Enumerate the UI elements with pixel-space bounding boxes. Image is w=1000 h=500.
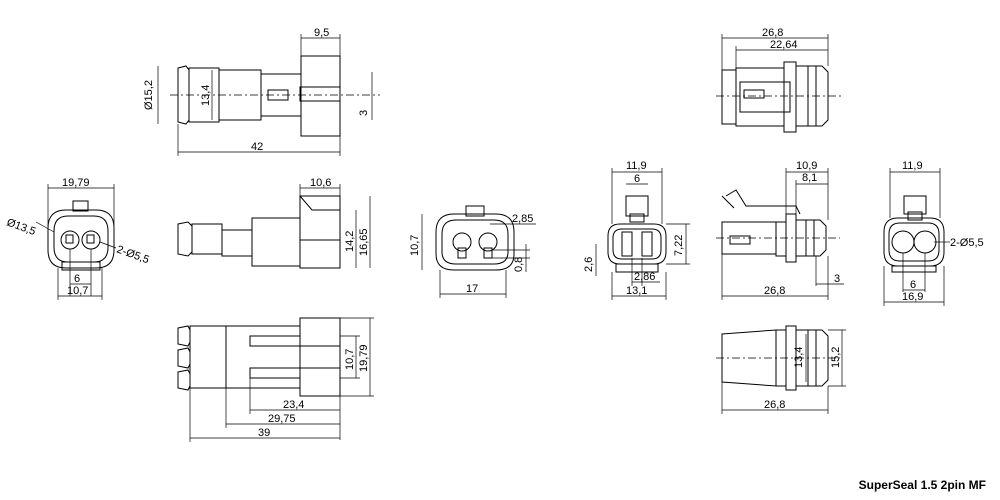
dim-label: 17 <box>466 283 478 295</box>
dim-label: 26,8 <box>764 285 785 297</box>
dim-label: 7,22 <box>673 235 685 256</box>
dim-label: Ø13,5 <box>5 217 37 239</box>
view-end-right: 11,9 6 7,22 2,6 2,86 13,1 <box>583 160 690 300</box>
drawing-caption: SuperSeal 1.5 2pin MF <box>858 478 986 492</box>
dim-label: 22,64 <box>770 39 798 51</box>
dim-label: 6 <box>910 279 916 291</box>
dim-label: 0,8 <box>513 257 525 272</box>
dim-label: 6 <box>74 273 80 285</box>
view-end-far-right: 11,9 2-Ø5,5 6 16,9 <box>883 160 984 306</box>
dim-label: 16,65 <box>358 228 370 256</box>
dim-label: 2,85 <box>512 213 533 225</box>
dim-label: 3 <box>834 273 840 285</box>
dim-label: 29,75 <box>268 413 296 425</box>
dim-label: 10,6 <box>310 177 331 189</box>
dim-label: 3 <box>358 110 370 116</box>
dim-label: 10,7 <box>67 285 88 297</box>
dim-label: 13,4 <box>200 85 212 106</box>
dim-label: 13,1 <box>626 285 647 297</box>
dim-label: 19,79 <box>358 344 370 372</box>
view-top-bottom-left: 10,7 19,79 23,4 29,75 39 <box>177 317 374 442</box>
view-side-right: 10,9 8,1 26,8 3 <box>716 160 844 300</box>
dim-label: 10,7 <box>344 349 356 370</box>
dim-label: 11,9 <box>902 160 923 172</box>
dim-label: 10,9 <box>796 160 817 172</box>
view-end-left: 19,79 Ø13,5 2-Ø5,5 6 10,7 <box>5 177 151 300</box>
dim-label: Ø15,2 <box>143 80 155 110</box>
dim-label: 26,8 <box>764 399 785 411</box>
dim-label: 14,2 <box>344 231 356 252</box>
view-side-middle: 10,6 14,2 16,65 <box>177 177 371 269</box>
dim-label: 42 <box>251 141 263 153</box>
dim-label: 2-Ø5,5 <box>950 237 984 249</box>
view-top-right: 26,8 22,64 <box>716 27 842 133</box>
dim-label: 39 <box>258 427 270 439</box>
view-side-bottom-right: 13,4 15,2 26,8 <box>716 325 846 414</box>
dim-label: 15,2 <box>830 347 842 368</box>
view-end-center: 10,7 17 2,85 0,8 <box>409 205 536 298</box>
dim-label: 26,8 <box>762 27 783 39</box>
dim-label: 16,9 <box>902 291 923 303</box>
dim-label: 8,1 <box>802 172 817 184</box>
dim-label: 23,4 <box>283 399 304 411</box>
dim-label: 2,6 <box>583 257 595 272</box>
dim-label: 6 <box>634 173 640 185</box>
dim-label: 2,86 <box>634 271 655 283</box>
dim-label: 13,4 <box>793 347 805 368</box>
dim-label: 2-Ø5,5 <box>115 244 151 267</box>
dim-label: 11,9 <box>626 160 647 172</box>
view-side-top: 9,5 Ø15,2 13,4 42 3 <box>143 27 380 156</box>
dim-label: 10,7 <box>409 235 421 256</box>
dim-label: 9,5 <box>314 27 329 39</box>
dim-label: 19,79 <box>62 177 90 189</box>
